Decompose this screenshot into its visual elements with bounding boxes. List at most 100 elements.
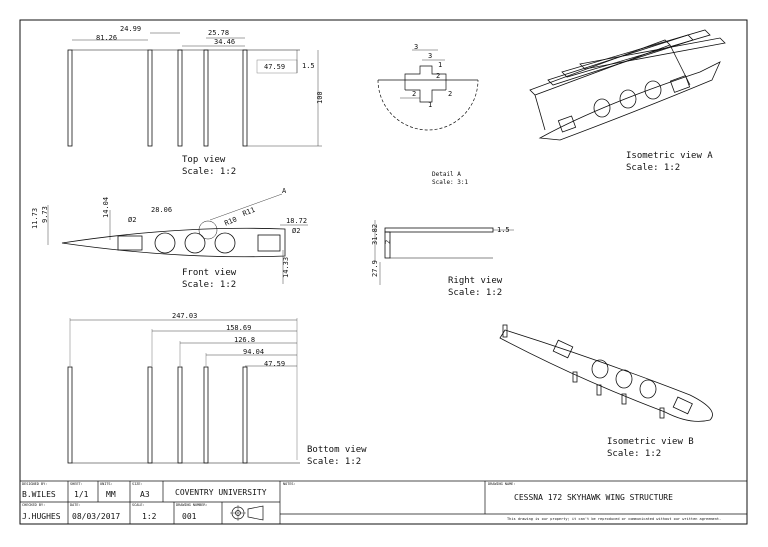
designed-by-value: B.WILES [22,490,56,499]
bottom-view [67,318,300,464]
iso-a-hole-2 [619,89,637,109]
airfoil-profile [61,227,286,258]
dim-front-dia-2: Ø2 [128,216,136,224]
size-value: A3 [140,490,150,499]
iso-a-spar-3 [561,29,711,78]
designed-by-label: DESIGNED BY: [22,482,47,486]
scale-label: SCALE: [132,503,145,507]
right-view-scale: Scale: 1:2 [448,288,502,298]
front-view-scale: Scale: 1:2 [182,280,236,290]
iso-b-hole-3 [639,379,657,399]
bottom-view-scale: Scale: 1:2 [307,457,361,467]
dim-front-18-72: 18.72 [286,217,307,225]
dim-right-1-5: 1.5 [497,226,510,234]
checked-by-label: CHECKED BY: [22,503,45,507]
right-view [374,220,514,285]
dim-detail-2-a: 2 [436,72,440,80]
iso-a-title: Isometric view A [626,151,713,161]
dim-front-14-33: 14.33 [282,257,290,278]
right-view-web [384,231,391,259]
dim-front-11-73: 11.73 [31,208,39,229]
top-rib-1 [67,49,73,147]
dim-top-25-78: 25.78 [208,29,229,37]
dim-detail-3-a: 3 [414,43,418,51]
dim-top-34-46: 34.46 [214,38,235,46]
iso-a-spar-4 [579,37,726,70]
iso-a-hole-3 [644,80,662,100]
dim-right-2: 2 [384,240,392,244]
dim-detail-1-a: 1 [438,61,442,69]
dim-top-47-59: 47.59 [264,63,285,71]
detail-a-scale: Scale: 3:1 [432,179,469,186]
dim-front-14-04: 14.04 [102,197,110,218]
iso-b-cutout-right [672,396,693,415]
iso-b-hole-2 [615,369,633,389]
front-view-title: Front view [182,268,237,278]
iso-b-tab-2 [572,371,578,383]
organisation-name: COVENTRY UNIVERSITY [175,488,267,497]
iso-b-cutout-left [552,339,574,359]
date-value: 08/03/2017 [72,512,120,521]
iso-a-cutout [557,115,577,133]
units-label: UNITS: [100,482,113,486]
iso-a-rib-outline [538,61,721,141]
front-lightening-hole-2 [184,232,206,254]
bottom-rib-2 [147,366,153,464]
top-rib-2 [147,49,153,147]
iso-b-tab-1 [502,324,508,338]
dim-detail-1-b: 1 [428,101,432,109]
bottom-rib-5 [242,366,248,464]
right-view-top-flange [384,227,494,233]
top-rib-4 [203,49,209,147]
iso-b-hole-1 [591,359,609,379]
notes-label: NOTES: [283,482,296,486]
dim-detail-2-b: 2 [412,90,416,98]
sheet-border [19,19,748,525]
top-view-scale: Scale: 1:2 [182,167,236,177]
iso-b-rib-outline [499,329,713,422]
bottom-rib-3 [177,366,183,464]
dim-bottom-94-04: 94.04 [243,348,264,356]
disclaimer-text: This drawing is our property; it can't b… [507,517,721,521]
iso-b-scale: Scale: 1:2 [607,449,661,459]
dim-detail-3-b: 3 [428,52,432,60]
dim-detail-2-c: 2 [448,90,452,98]
size-label: SIZE: [132,482,143,486]
dim-front-dia-2-right: Ø2 [292,227,300,235]
top-rib-5 [242,49,248,147]
dim-bottom-158-69: 158.69 [226,324,251,332]
front-cutout-right [257,234,281,252]
drawing-name-label: DRAWING NAME: [488,482,515,486]
scale-value: 1:2 [142,512,157,521]
isometric-view-b [499,324,713,422]
units-value: MM [106,490,116,499]
dim-top-100: 100 [316,91,324,104]
iso-b-tab-3 [596,384,602,396]
dim-front-9-73: 9.73 [41,206,49,223]
iso-a-spar-2 [547,34,694,86]
iso-a-cutout-right [669,75,691,93]
iso-b-tab-4 [621,393,627,405]
top-rib-3 [177,49,183,147]
dim-bottom-47-59: 47.59 [264,360,285,368]
iso-a-hole-1 [593,98,611,118]
dim-top-1-5: 1.5 [302,62,315,70]
detail-a-title: Detail A [432,171,461,178]
right-view-title: Right view [448,276,503,286]
top-view [67,32,322,147]
isometric-view-a [529,29,726,141]
detail-a-marker [198,220,218,240]
dim-top-81-26: 81.26 [96,34,117,42]
iso-b-title: Isometric view B [607,437,694,447]
iso-a-scale: Scale: 1:2 [626,163,680,173]
dim-front-r10: R10 [223,215,238,227]
dim-right-27-9: 27.9 [371,260,379,277]
drawing-number-value: 001 [182,512,197,521]
checked-by-value: J.HUGHES [22,512,61,521]
front-lightening-hole-1 [154,232,176,254]
dim-bottom-126-8: 126.8 [234,336,255,344]
bottom-rib-4 [203,366,209,464]
front-view [47,193,308,284]
